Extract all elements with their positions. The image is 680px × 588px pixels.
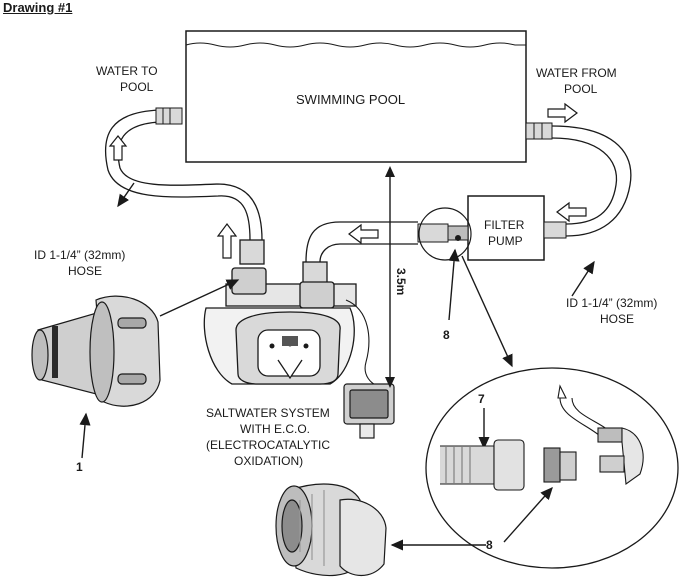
detail-hose-fitting (440, 384, 644, 491)
drawing-title: Drawing #1 (3, 0, 73, 15)
leader-hose-right (571, 260, 595, 297)
feed-hose (551, 125, 632, 237)
adapter-part-1 (31, 295, 161, 407)
pool-label: SWIMMING POOL (296, 92, 406, 107)
swimming-pool (185, 30, 527, 163)
distance-label: 3.5m (394, 268, 408, 296)
adapter-part-8 (275, 483, 387, 577)
leader-part-8-top (448, 248, 460, 321)
power-supply (343, 383, 395, 439)
hose-left-label-line2: HOSE (68, 264, 103, 278)
distance-arrowhead-bottom (385, 377, 395, 388)
leader-to-detail (461, 255, 513, 368)
filter-pump-label-line2: PUMP (488, 234, 523, 248)
callout-7: 7 (478, 392, 485, 406)
flow-arrow-up-system (216, 223, 238, 259)
adapter-dot (455, 235, 461, 241)
system-label-line1: SALTWATER SYSTEM (206, 406, 330, 420)
hose-fitting-pool-feed (525, 122, 553, 140)
leader-hose-left (117, 182, 135, 208)
saltwater-system (203, 239, 357, 385)
hose-right-label-line2: HOSE (600, 312, 635, 326)
leader-part-1 (79, 412, 91, 459)
water-to-pool-label-line2: POOL (120, 80, 154, 94)
flow-arrow-to-pump (556, 201, 587, 223)
return-hose (104, 109, 263, 241)
system-label-line4: OXIDATION) (234, 454, 304, 468)
system-label-line3: (ELECTROCATALYTIC (206, 438, 331, 452)
flow-arrow-to-system (348, 223, 379, 245)
flow-arrow-up-left (108, 135, 128, 161)
callout-1: 1 (76, 460, 83, 474)
power-cable (345, 299, 379, 387)
system-label-line2: WITH E.C.O. (240, 422, 310, 436)
flow-arrow-from-pool (547, 102, 578, 124)
pump-outlet-fitting (417, 223, 469, 243)
hose-fitting-pool-return (155, 107, 183, 125)
hose-right-label-line1: ID 1-1/4” (32mm) (566, 296, 658, 310)
detail-ellipse (425, 367, 679, 569)
water-from-pool-label-line2: POOL (564, 82, 598, 96)
callout-8-top: 8 (443, 328, 450, 342)
callout-8-bottom: 8 (486, 538, 493, 552)
filter-pump (467, 195, 567, 261)
filter-pump-label-line1: FILTER (484, 218, 525, 232)
leader-part-1-to-system (159, 279, 240, 317)
water-from-pool-label-line1: WATER FROM (536, 66, 617, 80)
hose-left-label-line1: ID 1-1/4” (32mm) (34, 248, 126, 262)
distance-arrowhead-top (385, 166, 395, 177)
water-to-pool-label-line1: WATER TO (96, 64, 158, 78)
leader-part-8-detail (503, 486, 553, 543)
detail-circle-marker (418, 207, 472, 261)
pump-outlet-hose (305, 221, 418, 263)
